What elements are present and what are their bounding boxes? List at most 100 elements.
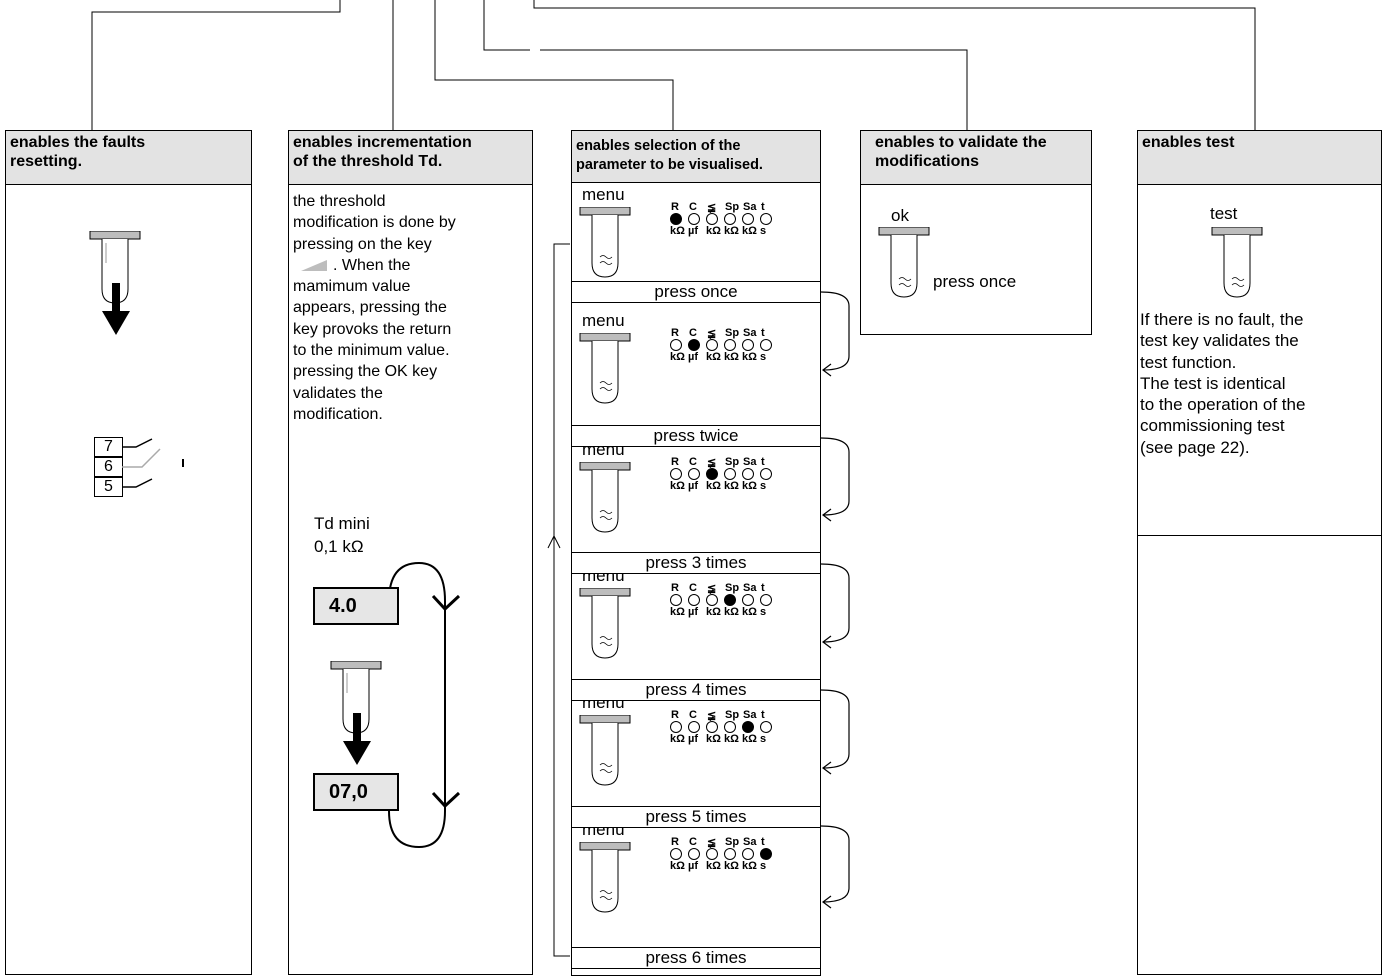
led-label: Sp <box>725 709 740 721</box>
led-label: t <box>761 456 765 468</box>
return-arrow <box>547 243 570 957</box>
led-unit: kΩ <box>742 606 757 618</box>
led-unit: kΩ <box>742 733 757 745</box>
led-off <box>724 339 736 351</box>
menu-key-icon[interactable] <box>578 207 634 287</box>
ok-key-label: ok <box>891 206 909 225</box>
panel-reset: enables the faults resetting. 7 6 5 <box>5 130 252 975</box>
led-off <box>760 468 772 480</box>
header-line: enables the faults <box>10 134 146 151</box>
led-label: ≨ <box>707 328 717 340</box>
led-label: ≨ <box>707 202 717 214</box>
led-unit: s <box>760 225 767 237</box>
text-line: mamimum value <box>293 278 411 296</box>
led-unit: kΩ <box>724 480 739 492</box>
step-arrowhead <box>822 635 832 649</box>
led-label: R <box>671 836 679 848</box>
led-label: ≨ <box>707 457 717 469</box>
cycle-arrow <box>388 561 461 849</box>
led-label: C <box>689 327 697 339</box>
step-arrow <box>820 291 850 371</box>
ok-key-icon[interactable] <box>877 227 933 307</box>
led-label: t <box>761 327 765 339</box>
text-line: The test is identical <box>1140 373 1286 393</box>
text-line: modification is done by <box>293 214 456 232</box>
led-label: Sa <box>743 327 757 339</box>
led-off <box>724 721 736 733</box>
led-off <box>760 339 772 351</box>
led-label: t <box>761 709 765 721</box>
led-unit: kΩ <box>670 606 685 618</box>
led-label: Sp <box>725 201 740 213</box>
led-label: t <box>761 836 765 848</box>
ok-press-once: press once <box>933 272 1017 291</box>
step-label: press 6 times <box>572 947 820 969</box>
led-label: t <box>761 582 765 594</box>
terminal-5: 5 <box>94 477 123 497</box>
text-line: validates the <box>293 384 383 402</box>
led-label: Sa <box>743 836 757 848</box>
led-off <box>706 339 718 351</box>
led-label: Sa <box>743 201 757 213</box>
led-unit: µf <box>688 480 699 492</box>
header-line: modifications <box>875 153 980 170</box>
led-on <box>670 213 682 225</box>
led-unit: kΩ <box>742 351 757 363</box>
led-unit: s <box>760 480 767 492</box>
led-unit: µf <box>688 225 699 237</box>
relay-contact-icon <box>122 438 184 488</box>
step-label: press 3 times <box>572 552 820 574</box>
led-label: Sa <box>743 709 757 721</box>
led-unit: µf <box>688 351 699 363</box>
text-line: to the operation of the <box>1140 395 1306 415</box>
led-label: Sa <box>743 456 757 468</box>
led-off <box>724 213 736 225</box>
led-unit: kΩ <box>724 606 739 618</box>
text-line: the threshold <box>293 193 386 210</box>
led-label: R <box>671 582 679 594</box>
led-label: ≨ <box>707 583 717 595</box>
led-on <box>688 339 700 351</box>
step-arrows <box>820 291 850 909</box>
text-line: appears, pressing the <box>293 299 447 317</box>
step-arrowhead <box>822 895 832 909</box>
panel-test: enables test test If there is no fault, … <box>1137 130 1382 975</box>
menu-key-icon[interactable] <box>578 333 634 413</box>
led-label: C <box>689 709 697 721</box>
header-line: enables incrementation <box>293 134 472 151</box>
menu-key-icon[interactable] <box>578 462 634 542</box>
step-arrow <box>820 437 850 516</box>
test-key-icon[interactable] <box>1210 227 1266 307</box>
led-unit: kΩ <box>670 351 685 363</box>
menu-key-icon[interactable] <box>578 588 634 668</box>
led-label: Sp <box>725 456 740 468</box>
text-line: modification. <box>293 405 383 423</box>
led-unit: s <box>760 860 767 872</box>
led-label: R <box>671 201 679 213</box>
step-label: press once <box>572 281 820 303</box>
led-label: R <box>671 456 679 468</box>
led-off <box>670 721 682 733</box>
increment-press-icon[interactable] <box>329 661 385 773</box>
reset-key-icon[interactable] <box>88 231 144 343</box>
led-label: Sp <box>725 327 740 339</box>
led-label: R <box>671 327 679 339</box>
led-label: R <box>671 709 679 721</box>
increment-key-icon <box>301 260 327 272</box>
led-unit: kΩ <box>742 480 757 492</box>
led-unit: kΩ <box>706 351 721 363</box>
terminal-7: 7 <box>94 437 123 457</box>
led-on <box>760 848 772 860</box>
panel-validate-header: enables to validate the modifications <box>861 131 1091 185</box>
text-line: commissioning test <box>1140 416 1285 436</box>
panel-validate: enables to validate the modifications ok… <box>860 130 1092 335</box>
led-label: Sp <box>725 836 740 848</box>
led-on <box>742 721 754 733</box>
led-unit: µf <box>688 606 699 618</box>
led-off <box>670 339 682 351</box>
menu-key-icon[interactable] <box>578 842 634 922</box>
led-label: ≨ <box>707 710 717 722</box>
menu-key-icon[interactable] <box>578 715 634 795</box>
text-line: pressing the OK key <box>293 363 438 381</box>
